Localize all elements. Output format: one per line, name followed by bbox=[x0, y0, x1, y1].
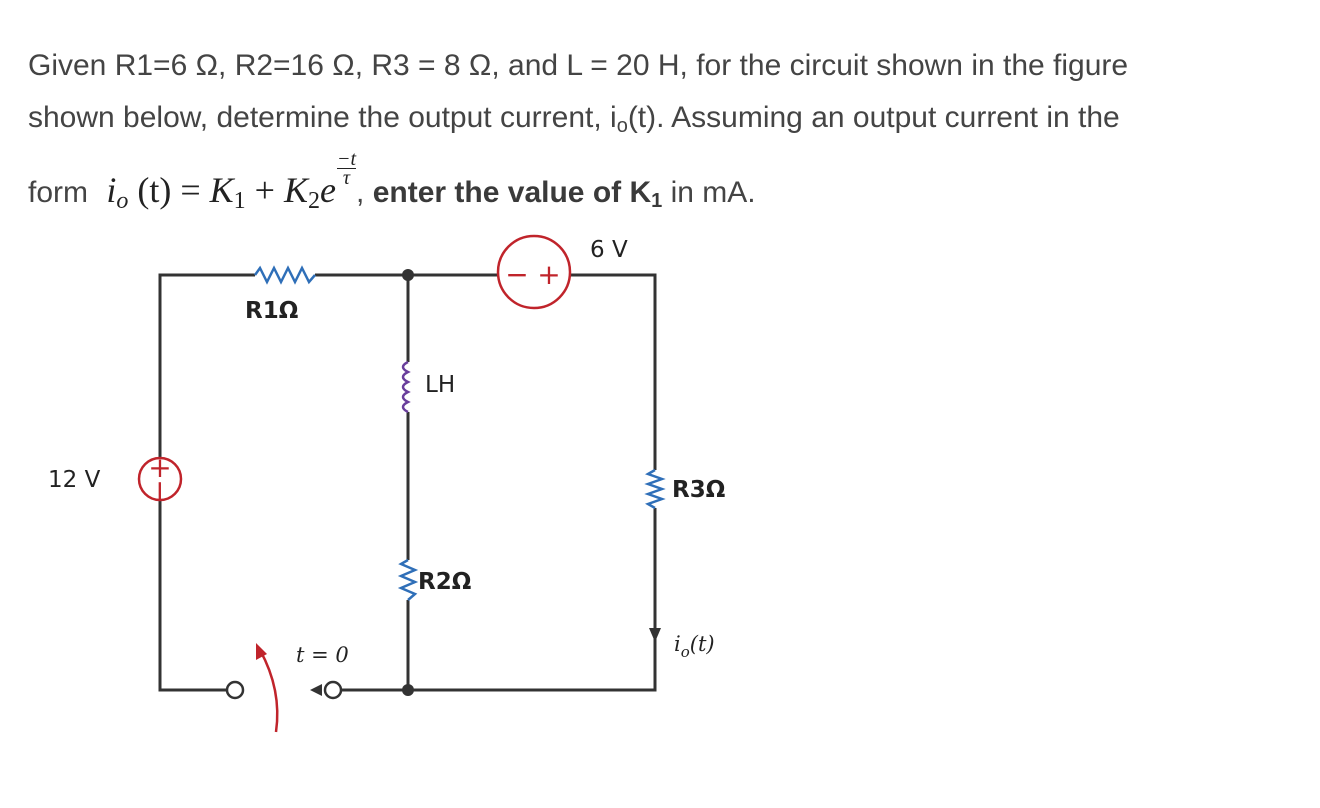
junction-top bbox=[402, 269, 414, 281]
source-12v bbox=[137, 456, 183, 502]
r1-resistor bbox=[253, 265, 316, 285]
source-6v bbox=[496, 234, 572, 310]
question-line-1: Given R1=6 Ω, R2=16 Ω, R3 = 8 Ω, and L =… bbox=[28, 49, 1129, 82]
source-6v-label: 6 V bbox=[590, 237, 628, 263]
wire-left-bottom bbox=[158, 500, 228, 692]
source-6v-plus: + bbox=[537, 258, 560, 291]
junction-bottom bbox=[402, 684, 414, 696]
r3-resistor bbox=[644, 468, 666, 510]
wire-left-top bbox=[158, 273, 255, 458]
io-arrow bbox=[649, 628, 661, 642]
switch-terminal-right bbox=[323, 680, 343, 700]
r2-label: R2Ω bbox=[418, 569, 471, 595]
form-word: form bbox=[28, 176, 88, 209]
question-line-2: shown below, determine the output curren… bbox=[28, 101, 1120, 137]
wire-right-bottom bbox=[340, 508, 657, 692]
fraction-bar bbox=[336, 168, 357, 169]
switch-contact-arrow bbox=[310, 684, 322, 696]
source-12v-plus: + bbox=[148, 451, 171, 484]
inductor bbox=[401, 360, 411, 414]
r2-resistor bbox=[397, 558, 419, 601]
switch-arm bbox=[258, 649, 279, 733]
wires bbox=[158, 273, 657, 692]
switch-arm-arrowhead bbox=[256, 643, 267, 660]
io-label: io(t) bbox=[674, 632, 715, 661]
source-12v-minus: − bbox=[144, 479, 177, 502]
inductor-label: LH bbox=[425, 372, 455, 398]
source-12v-label: 12 V bbox=[48, 467, 101, 493]
switch-time-label: t = 0 bbox=[296, 643, 349, 667]
r3-label: R3Ω bbox=[672, 477, 725, 503]
wire-top-right bbox=[571, 273, 657, 470]
bold-instruction: enter the value of K1 bbox=[372, 176, 663, 212]
question-text: Given R1=6 Ω, R2=16 Ω, R3 = 8 Ω, and L =… bbox=[28, 40, 1298, 227]
switch-terminal-left bbox=[225, 680, 245, 700]
source-6v-minus: − bbox=[505, 258, 528, 291]
r1-label: R1Ω bbox=[245, 298, 298, 324]
